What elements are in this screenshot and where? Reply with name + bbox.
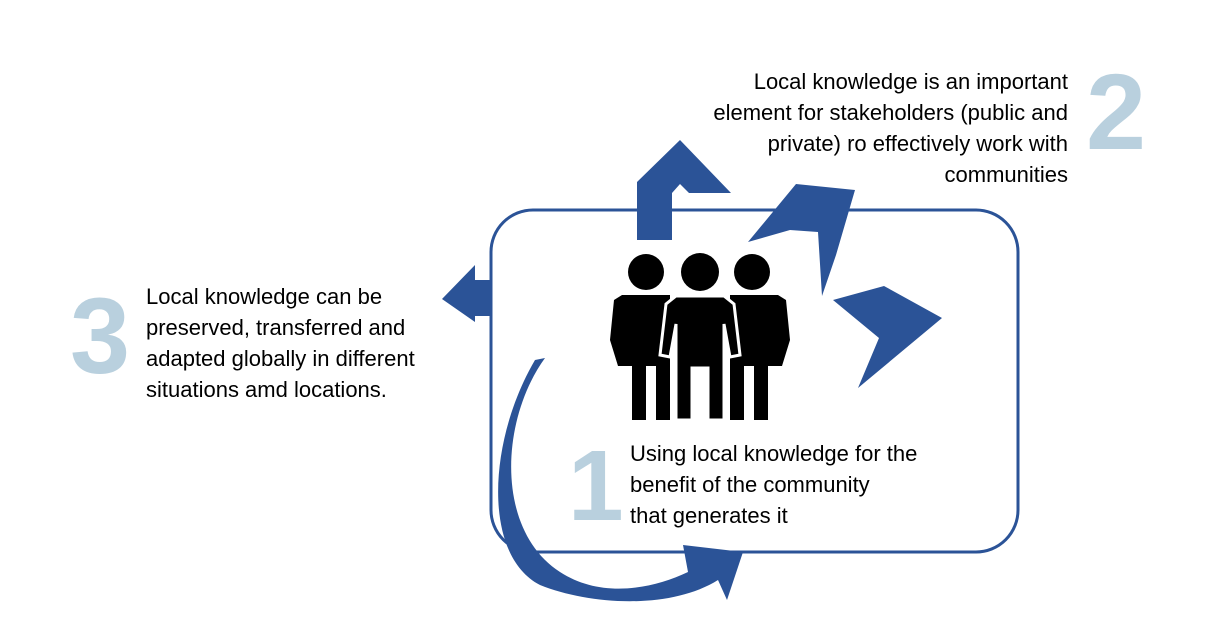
step-2-line: element for stakeholders (public and [713, 100, 1068, 125]
step-2-text: Local knowledge is an important element … [600, 66, 1068, 190]
step-1-line: benefit of the community [630, 472, 870, 497]
step-number-3: 3 [70, 275, 131, 396]
step-1-line: that generates it [630, 503, 788, 528]
step-3-text: Local knowledge can be preserved, transf… [146, 281, 476, 405]
three-people-icon [610, 253, 790, 422]
step-3-line: situations amd locations. [146, 377, 387, 402]
arrow-right [833, 286, 942, 388]
step-2-line: communities [944, 162, 1068, 187]
step-number-1: 1 [568, 430, 624, 542]
step-3-line: adapted globally in different [146, 346, 415, 371]
step-number-2: 2 [1086, 51, 1147, 172]
step-2-line: private) ro effectively work with [767, 131, 1068, 156]
step-1-line: Using local knowledge for the [630, 441, 918, 466]
step-2-line: Local knowledge is an important [753, 69, 1068, 94]
curved-arrow [498, 358, 743, 602]
step-1-text: Using local knowledge for the benefit of… [630, 438, 970, 531]
arrow-left [442, 265, 490, 322]
step-3-line: Local knowledge can be [146, 284, 383, 309]
arrow-upper [748, 184, 855, 296]
step-3-line: preserved, transferred and [146, 315, 406, 340]
arrow-up [637, 140, 731, 240]
